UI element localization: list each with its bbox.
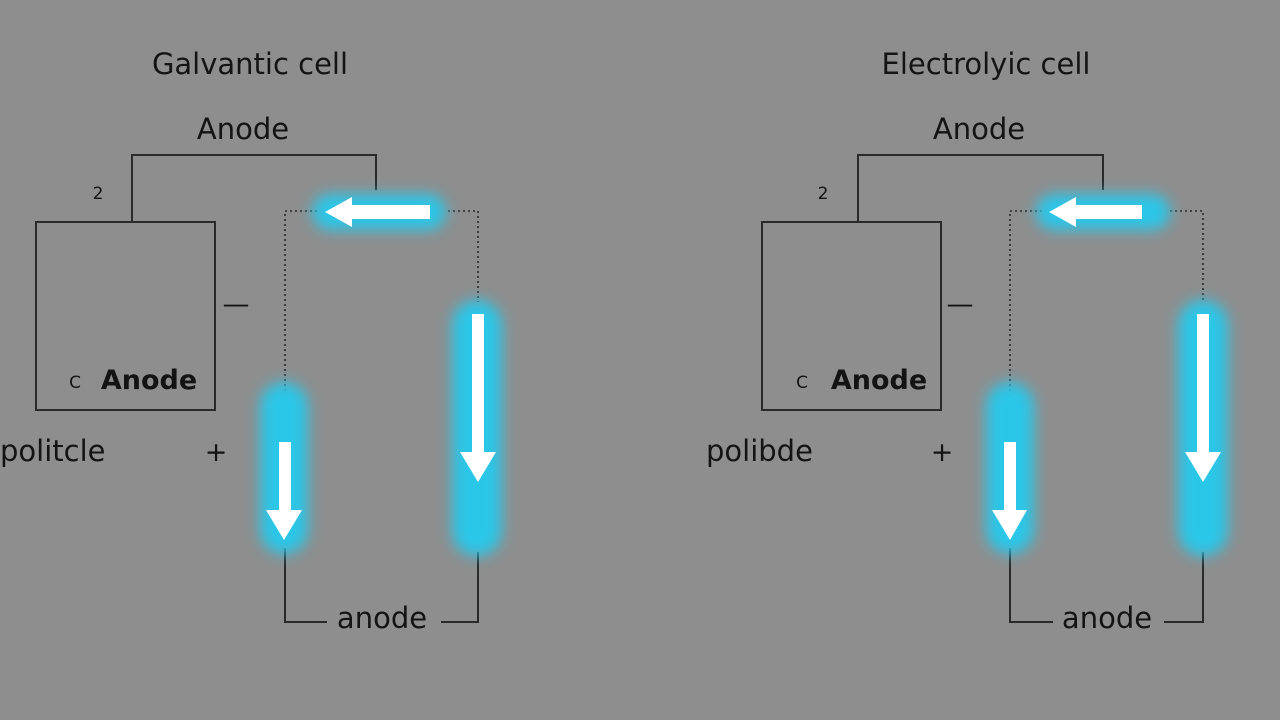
electrolytic-bottom-wire-left [1009,548,1053,623]
electrolytic-number-label: 2 [818,184,829,204]
electrolytic-dotted-wire-left [1009,210,1042,436]
arrow-left-icon [325,197,430,227]
arrow-down-icon [1185,314,1221,482]
galvanic-cell: Galvantic cell Anode 2 C Anode — + polit… [0,47,502,635]
galvanic-dotted-wire-right [448,210,479,302]
arrow-down-icon [460,314,496,482]
electrolytic-bottom-anode-label: anode [1062,601,1152,635]
galvanic-cell-title: Galvantic cell [152,47,348,81]
galvanic-bottom-wire-left [284,548,327,623]
electrolytic-cell-title: Electrolyic cell [882,47,1091,81]
arrow-down-icon [992,442,1027,540]
electrolytic-box-anode-label: Anode [831,365,927,396]
electrolytic-plus-sign: + [931,437,954,468]
galvanic-plus-sign: + [205,437,228,468]
electrolytic-side-label: polibde [706,434,813,468]
arrow-left-icon [1049,197,1142,227]
galvanic-number-label: 2 [93,184,104,204]
galvanic-box-letter: C [69,373,81,393]
electrolytic-electrode-box [761,221,942,411]
galvanic-electrode-box [35,221,216,411]
electrolytic-cell: Electrolyic cell Anode 2 C Anode — + pol… [706,47,1228,635]
electrolytic-top-anode-label: Anode [933,112,1025,146]
galvanic-top-wire [131,154,377,221]
electrolytic-top-wire [857,154,1104,221]
galvanic-dotted-wire-left [284,210,318,436]
galvanic-bottom-wire-right [441,552,479,623]
arrow-down-icon [266,442,302,540]
electrolytic-minus-sign: — [947,289,974,320]
galvanic-box-anode-label: Anode [101,365,197,396]
galvanic-side-label: politcle [0,434,105,468]
galvanic-minus-sign: — [223,289,250,320]
galvanic-top-anode-label: Anode [197,112,289,146]
electrolytic-dotted-wire-right [1170,210,1204,302]
galvanic-bottom-anode-label: anode [337,601,427,635]
electrolytic-bottom-wire-right [1164,552,1204,623]
electrolytic-box-letter: C [796,373,808,393]
